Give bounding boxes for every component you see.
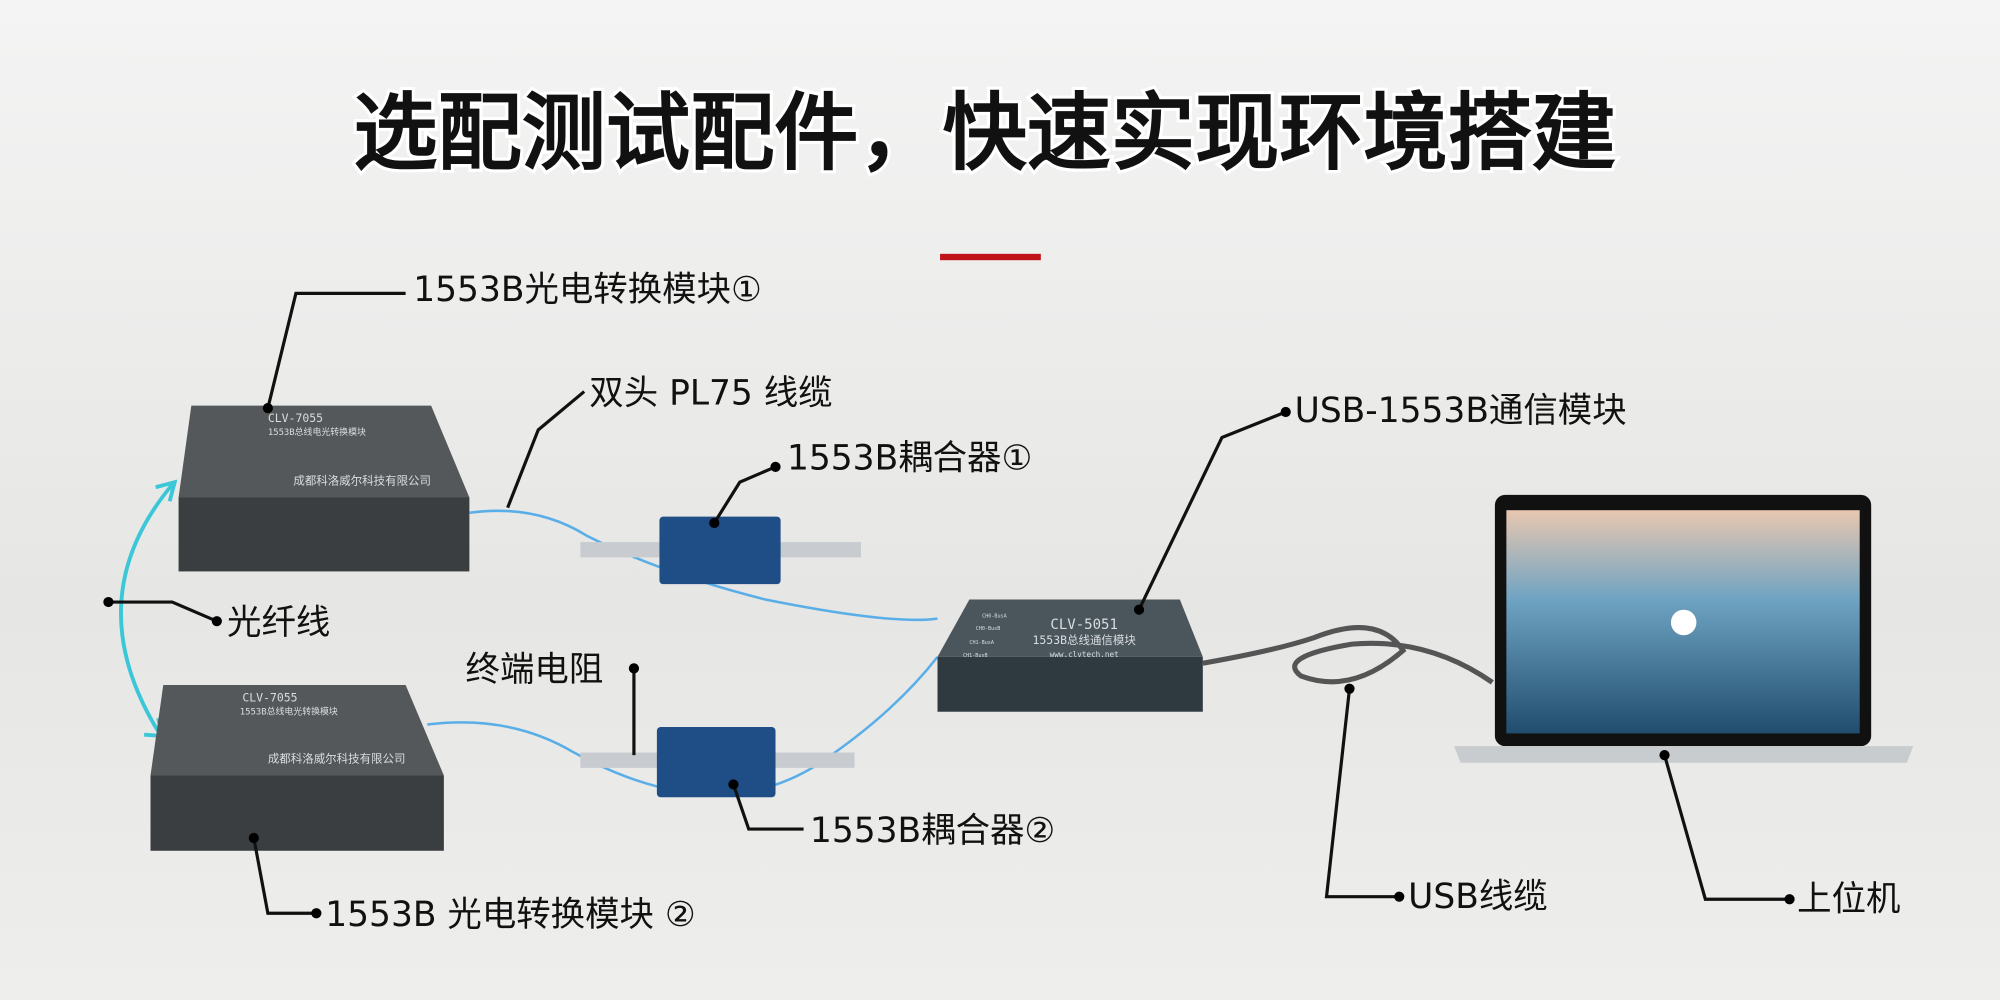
label-converter-1: 1553B光电转换模块① — [413, 270, 762, 310]
svg-text:成都科洛威尔科技有限公司: 成都科洛威尔科技有限公司 — [268, 752, 406, 766]
coupler-2 — [580, 727, 855, 798]
label-coupler-1: 1553B耦合器① — [787, 438, 1032, 478]
fiber-cable — [119, 483, 174, 735]
title-underline — [940, 253, 1041, 261]
svg-text:1553B总线电光转换模块: 1553B总线电光转换模块 — [240, 705, 338, 717]
fiber-arrow-top-icon — [155, 479, 178, 502]
laptop — [1454, 494, 1914, 763]
svg-text:CLV-5051: CLV-5051 — [1050, 617, 1118, 633]
svg-text:1553B总线通信模块: 1553B总线通信模块 — [1033, 633, 1137, 647]
svg-text:成都科洛威尔科技有限公司: 成都科洛威尔科技有限公司 — [293, 474, 431, 488]
usb-1553b-module: CLV-5051 1553B总线通信模块 www.clvtech.net CH0… — [937, 599, 1203, 712]
label-usb-module: USB-1553B通信模块 — [1295, 391, 1627, 431]
svg-text:CH0-BusB: CH0-BusB — [976, 626, 1001, 632]
page-title: 选配测试配件，快速实现环境搭建 — [353, 84, 1616, 182]
leader-lines — [103, 291, 1795, 919]
converter-module-2: CLV-7055 1553B总线电光转换模块 成都科洛威尔科技有限公司 — [150, 684, 444, 851]
svg-text:CH0-BusA: CH0-BusA — [982, 613, 1007, 619]
label-coupler-2: 1553B耦合器② — [810, 811, 1055, 851]
converter-module-1: CLV-7055 1553B总线电光转换模块 成都科洛威尔科技有限公司 — [178, 405, 470, 572]
svg-text:CLV-7055: CLV-7055 — [268, 411, 323, 425]
svg-text:CH1-BusB: CH1-BusB — [963, 653, 988, 659]
label-fiber: 光纤线 — [227, 603, 330, 643]
label-converter-2: 1553B 光电转换模块 ② — [325, 895, 695, 935]
label-terminator: 终端电阻 — [466, 650, 604, 690]
apple-logo-icon — [1670, 609, 1697, 636]
svg-text:www.clvtech.net: www.clvtech.net — [1050, 650, 1119, 659]
svg-text:CH1-BusA: CH1-BusA — [969, 640, 994, 646]
svg-text:1553B总线电光转换模块: 1553B总线电光转换模块 — [268, 426, 366, 438]
label-host: 上位机 — [1797, 880, 1900, 920]
usb-cable — [1202, 625, 1494, 685]
coupler-1 — [580, 516, 861, 585]
label-pl75-cable: 双头 PL75 线缆 — [589, 373, 832, 413]
svg-text:CLV-7055: CLV-7055 — [242, 691, 297, 705]
label-usb-cable: USB线缆 — [1408, 877, 1548, 917]
